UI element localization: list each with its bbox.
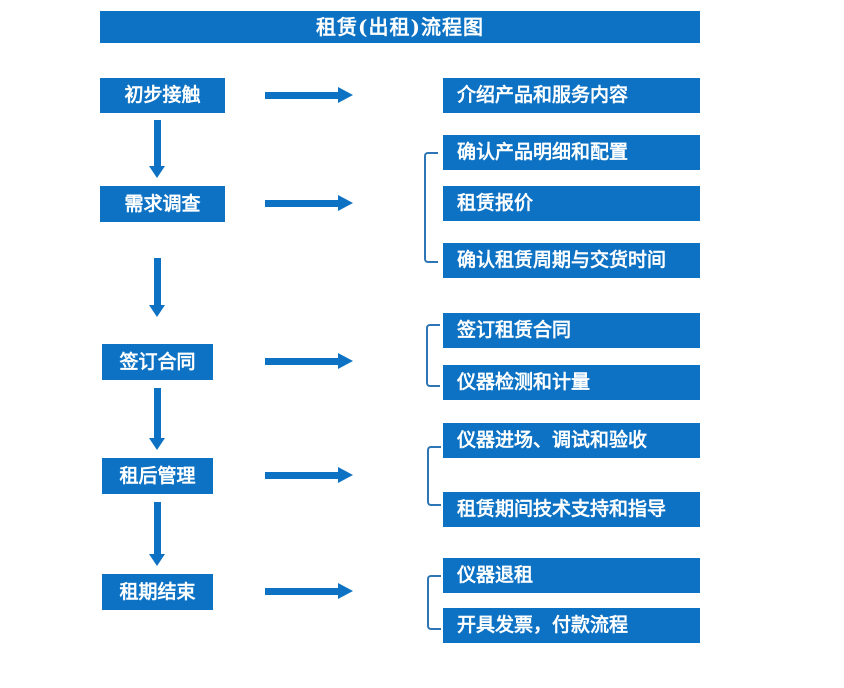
arrow-down-4 xyxy=(149,502,165,566)
output-box-invoice-payment: 开具发票，付款流程 xyxy=(443,608,700,643)
output-box-sign-rental-contract: 签订租赁合同 xyxy=(443,313,700,348)
stage-box-initial-contact: 初步接触 xyxy=(100,78,225,113)
bracket-group-stage2 xyxy=(424,152,438,263)
bracket-group-stage3 xyxy=(426,324,440,387)
stage-box-demand-survey: 需求调查 xyxy=(100,186,225,222)
output-box-instrument-testing: 仪器检测和计量 xyxy=(443,365,700,400)
bracket-group-stage4 xyxy=(427,446,441,506)
arrow-right-stage3 xyxy=(265,353,353,369)
arrow-down-1 xyxy=(149,120,165,178)
stage-box-post-rental-management: 租后管理 xyxy=(102,458,213,494)
output-box-introduce-products: 介绍产品和服务内容 xyxy=(443,78,700,113)
output-box-confirm-rental-period: 确认租赁周期与交货时间 xyxy=(443,243,700,278)
flowchart-title: 租赁(出租)流程图 xyxy=(100,11,700,43)
arrow-right-stage4 xyxy=(265,467,353,483)
arrow-right-stage1 xyxy=(265,87,353,103)
arrow-right-stage2 xyxy=(265,195,353,211)
arrow-down-3 xyxy=(149,388,165,450)
output-box-instrument-return: 仪器退租 xyxy=(443,558,700,593)
bracket-group-stage5 xyxy=(427,575,441,630)
output-box-instrument-entry-debug: 仪器进场、调试和验收 xyxy=(443,423,700,458)
arrow-down-2 xyxy=(149,258,165,317)
output-box-technical-support: 租赁期间技术支持和指导 xyxy=(443,492,700,527)
stage-box-rental-end: 租期结束 xyxy=(102,574,213,610)
output-box-rental-quotation: 租赁报价 xyxy=(443,186,700,221)
stage-box-sign-contract: 签订合同 xyxy=(102,344,213,380)
output-box-confirm-product-details: 确认产品明细和配置 xyxy=(443,135,700,170)
arrow-right-stage5 xyxy=(265,583,353,599)
